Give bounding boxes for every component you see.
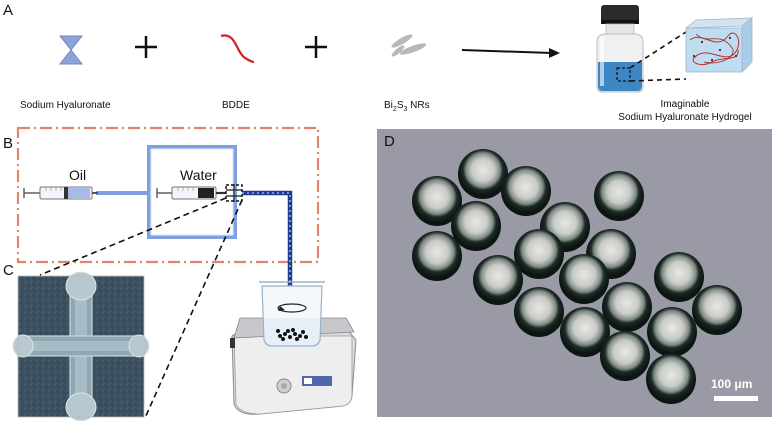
microsphere — [514, 287, 564, 337]
sodium-hyaluronate-icon — [58, 35, 84, 65]
hydrogel-label-line2: Sodium Hyaluronate Hydrogel — [618, 112, 752, 123]
bdde-curve-icon — [220, 34, 255, 64]
scale-bar — [714, 396, 758, 401]
nanorods-label: Bi2S3 NRs — [384, 100, 430, 113]
panel-label-a: A — [3, 2, 14, 19]
microsphere — [412, 231, 462, 281]
plus-icon — [135, 36, 157, 58]
reaction-scheme-graphics — [58, 5, 754, 93]
water-label: Water — [180, 167, 217, 183]
microsphere — [451, 201, 501, 251]
microsphere — [501, 166, 551, 216]
scale-bar-label: 100 μm — [711, 377, 753, 391]
oil-syringe-icon — [23, 186, 98, 200]
nanorods-icon — [391, 34, 427, 57]
microsphere — [647, 307, 697, 357]
arrow-icon — [461, 48, 560, 58]
microsphere — [600, 331, 650, 381]
microsphere — [559, 254, 609, 304]
vial-icon — [596, 5, 644, 93]
plus-icon — [305, 36, 327, 58]
oil-label: Oil — [69, 167, 87, 183]
microsphere-micrograph: 100 μm — [377, 129, 772, 417]
panel-label-b: B — [3, 135, 14, 152]
chip-boundary-box — [16, 126, 320, 264]
microsphere — [646, 354, 696, 404]
panel-label-c: C — [3, 262, 14, 279]
junction-micrograph — [12, 271, 150, 421]
chip-junction-icon — [225, 184, 243, 202]
water-syringe-icon — [156, 186, 226, 200]
hydrogel-label-line1: Imaginable — [660, 99, 710, 110]
microsphere — [514, 229, 564, 279]
outlet-tube — [242, 190, 293, 292]
sodium-hyaluronate-label: Sodium Hyaluronate — [20, 100, 111, 111]
hydrogel-label: Imaginable Sodium Hyaluronate Hydrogel — [600, 98, 770, 124]
zoom-lines — [629, 31, 687, 82]
panel-label-d: D — [384, 133, 395, 150]
beaker-icon — [259, 281, 325, 347]
microsphere — [594, 171, 644, 221]
microsphere — [412, 176, 462, 226]
bdde-label: BDDE — [222, 100, 250, 111]
microspheres — [412, 149, 742, 404]
hydrogel-network-icon — [684, 17, 754, 73]
microsphere — [560, 307, 610, 357]
microsphere — [654, 252, 704, 302]
microsphere — [473, 255, 523, 305]
microsphere — [692, 285, 742, 335]
microsphere — [458, 149, 508, 199]
microsphere — [602, 282, 652, 332]
